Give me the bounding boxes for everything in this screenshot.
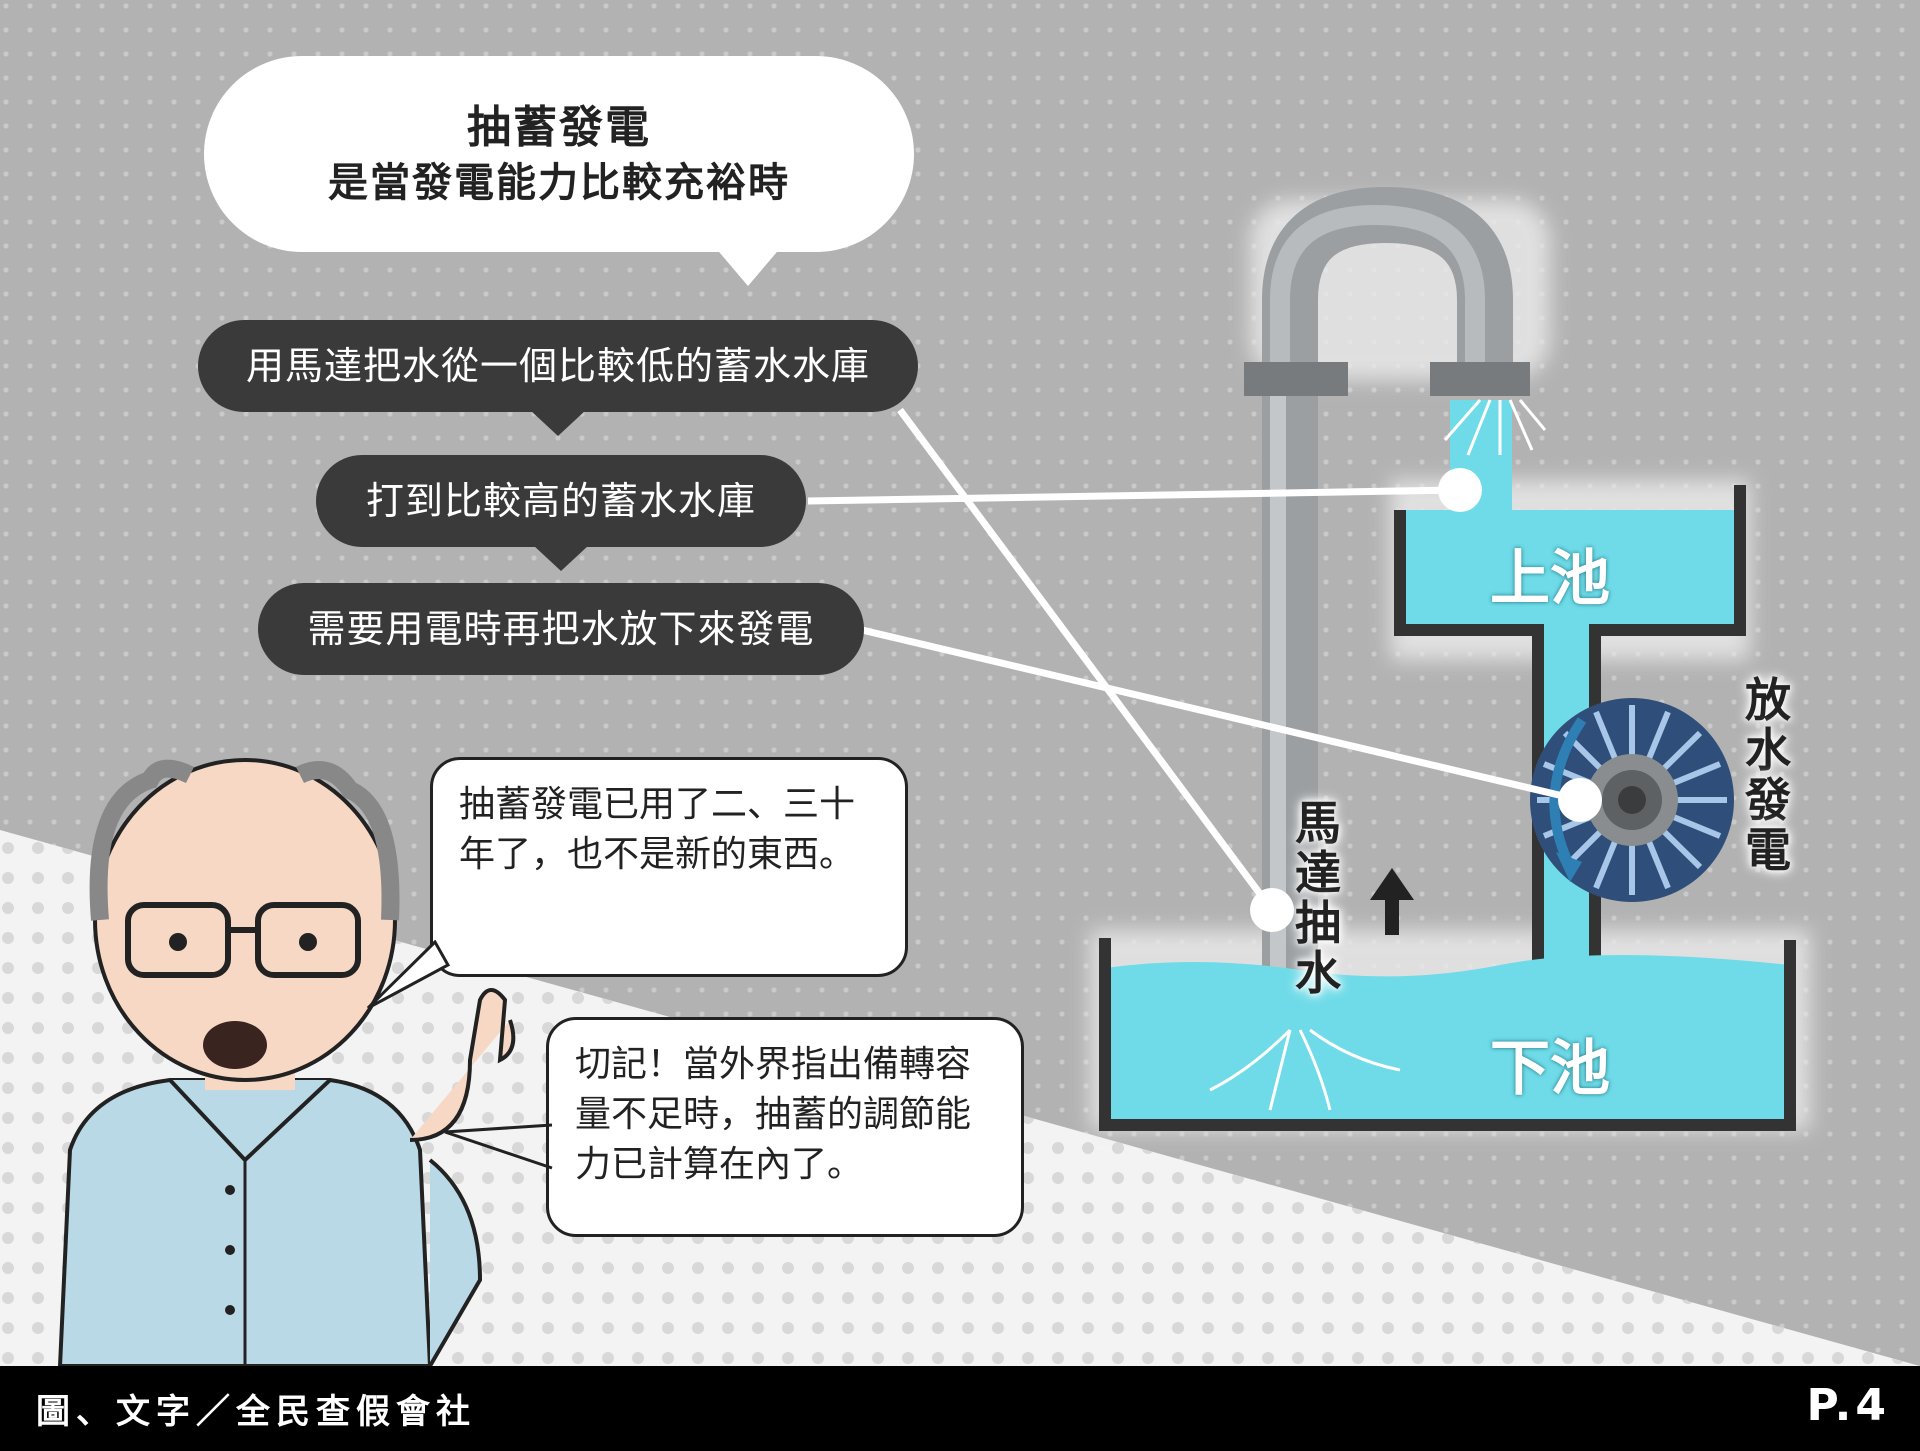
step-text: 需要用電時再把水放下來發電 <box>307 607 815 651</box>
lower-pool-label: 下池 <box>1490 1034 1610 1104</box>
character-illustration <box>57 758 516 1366</box>
title-bubble: 抽蓄發電 是當發電能力比較充裕時 <box>204 56 914 286</box>
generator-label: 放水發電 <box>1745 673 1791 877</box>
upper-pool-label: 上池 <box>1490 544 1610 614</box>
step-pill-1: 用馬達把水從一個比較低的蓄水水庫 <box>198 320 918 436</box>
pump-label: 馬達抽水 <box>1295 796 1341 1000</box>
speech-text: 切記！當外界指出備轉容量不足時，抽蓄的調節能力已計算在內了。 <box>575 1044 972 1185</box>
speech-bubble-1: 抽蓄發電已用了二、三十年了，也不是新的東西。 <box>430 757 908 977</box>
pill-tail <box>533 545 589 571</box>
speech-bubble-2: 切記！當外界指出備轉容量不足時，抽蓄的調節能力已計算在內了。 <box>546 1017 1024 1237</box>
speech-tail-1 <box>366 940 450 1010</box>
credit-text: 圖、文字／全民查假會社 <box>36 1392 476 1432</box>
step-pill-3: 需要用電時再把水放下來發電 <box>258 583 864 675</box>
speech-text: 抽蓄發電已用了二、三十年了，也不是新的東西。 <box>459 784 856 875</box>
title-text: 抽蓄發電 <box>467 102 651 153</box>
subtitle-text: 是當發電能力比較充裕時 <box>328 160 790 206</box>
pill-tail <box>530 410 586 436</box>
page-number: P.4 <box>1806 1380 1890 1431</box>
bubble-tail <box>714 246 782 286</box>
step-text: 用馬達把水從一個比較低的蓄水水庫 <box>245 344 870 388</box>
background <box>0 0 1920 1366</box>
speech-tail-2 <box>444 1123 553 1170</box>
footer-bar: 圖、文字／全民查假會社 P.4 <box>0 1366 1920 1451</box>
step-text: 打到比較高的蓄水水庫 <box>365 479 756 523</box>
background-art <box>0 0 1920 1366</box>
step-pill-2: 打到比較高的蓄水水庫 <box>316 455 806 571</box>
